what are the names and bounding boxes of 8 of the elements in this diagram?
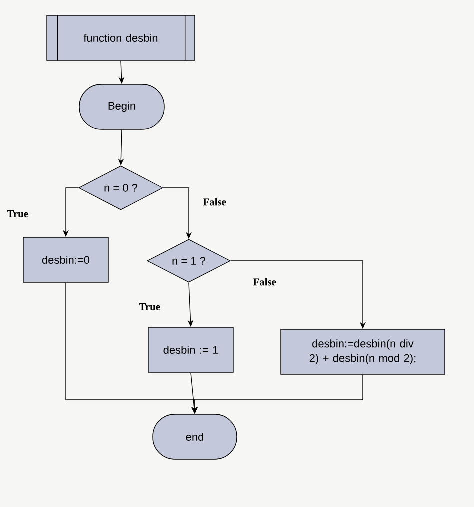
edge-label: False [253,278,276,286]
process-box: desbin := 1 [148,327,234,373]
edge-label: False [203,198,226,206]
process-box: desbin:=0 [23,237,109,283]
edge-label: True [7,210,28,218]
edge-label: True [139,304,160,310]
predefined-process-box: function desbin [46,14,196,62]
process-box: desbin:=desbin(n div 2) + desbin(n mod 2); [280,329,446,375]
